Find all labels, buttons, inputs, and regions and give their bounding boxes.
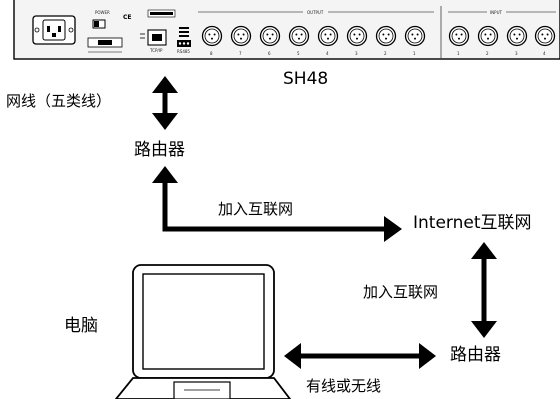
output-number: 6 [268, 51, 271, 56]
output-jack-8-icon [404, 25, 426, 47]
input-jack-4-icon [534, 25, 556, 47]
ce-mark-icon: CE [123, 14, 132, 21]
wired-wireless-double-arrow [284, 343, 436, 369]
power-switch-icon: POWER [92, 10, 110, 29]
output-jack-7-icon [375, 25, 397, 47]
internet-router-double-arrow [471, 242, 497, 338]
output-number: 8 [210, 51, 213, 56]
power-inlet-icon [32, 15, 76, 45]
output-number: 7 [239, 51, 242, 56]
join-internet-label-top: 加入互联网 [218, 200, 294, 218]
input-number: 2 [486, 51, 489, 56]
output-jack-3-icon [259, 25, 281, 47]
rs485-label: RS485 [177, 49, 190, 54]
output-jack-numbers: 8 7 6 5 4 3 2 1 [210, 51, 416, 56]
input-number: 1 [457, 51, 460, 56]
output-jack-2-icon [230, 25, 252, 47]
output-number: 5 [297, 51, 300, 56]
output-jack-5-icon [317, 25, 339, 47]
voltage-selector-icon [87, 37, 123, 53]
device-model-label: SH48 [283, 69, 329, 89]
ethernet-port-icon: TCP/IP [140, 29, 167, 53]
output-jack-6-icon [346, 25, 368, 47]
cable-type-label: 网线（五类线） [6, 92, 112, 110]
power-label: POWER [95, 10, 110, 15]
computer-label: 电脑 [64, 316, 98, 336]
ethernet-label: TCP/IP [149, 48, 163, 53]
sh48-device-panel: POWER CE TCP/IP [13, 0, 560, 60]
input-jack-2-icon [477, 25, 499, 47]
internet-label: Internet互联网 [413, 213, 532, 233]
router-top-label: 路由器 [134, 140, 185, 160]
input-jack-3-icon [506, 25, 528, 47]
output-label: OUTPUT [307, 10, 324, 15]
cable-double-arrow [152, 76, 178, 130]
input-number: 3 [515, 51, 518, 56]
output-number: 2 [384, 51, 387, 56]
join-internet-label-bottom: 加入互联网 [363, 283, 439, 301]
output-number: 1 [413, 51, 416, 56]
laptop-icon [114, 264, 292, 399]
output-number: 3 [355, 51, 358, 56]
output-number: 4 [326, 51, 329, 56]
output-jack-4-icon [288, 25, 310, 47]
input-jack-numbers: 1 2 3 4 [457, 51, 546, 56]
wired-wireless-label: 有线或无线 [306, 377, 382, 395]
router-bottom-label: 路由器 [450, 345, 501, 365]
output-jack-1-icon [201, 25, 223, 47]
join-internet-elbow-arrow [152, 166, 402, 242]
rs485-terminal-icon: RS485 [177, 27, 191, 54]
input-jack-1-icon [448, 25, 470, 47]
input-label: INPUT [490, 10, 503, 15]
input-number: 4 [543, 51, 546, 56]
